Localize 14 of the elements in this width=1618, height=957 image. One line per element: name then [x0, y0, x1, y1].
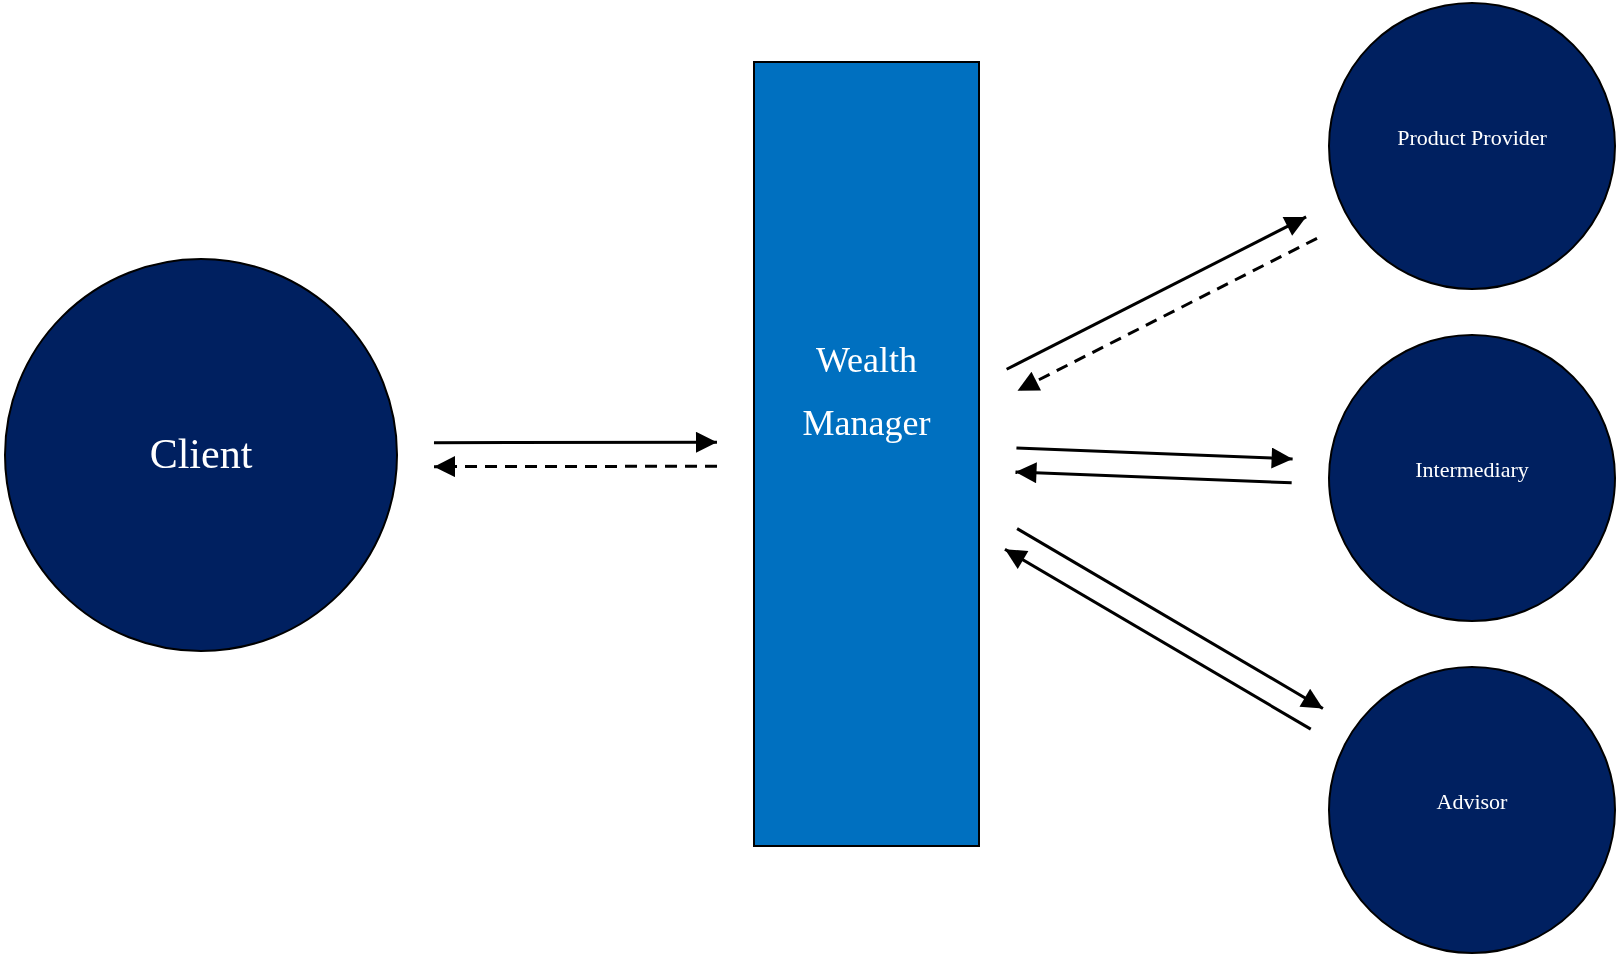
node-label: Client — [149, 430, 253, 480]
node-label: Advisor — [1436, 787, 1508, 816]
node-label: Intermediary — [1415, 455, 1529, 484]
process-box — [753, 61, 980, 847]
arrow — [1016, 527, 1324, 710]
node-label: Product Provider — [1397, 123, 1547, 152]
arrow — [1016, 236, 1318, 392]
arrow — [434, 431, 717, 453]
arrow — [1015, 462, 1292, 485]
arrow — [1005, 215, 1307, 371]
node-label: Wealth Manager — [801, 339, 932, 445]
arrow — [1016, 446, 1293, 469]
arrow — [434, 456, 717, 478]
arrow — [1004, 548, 1312, 731]
